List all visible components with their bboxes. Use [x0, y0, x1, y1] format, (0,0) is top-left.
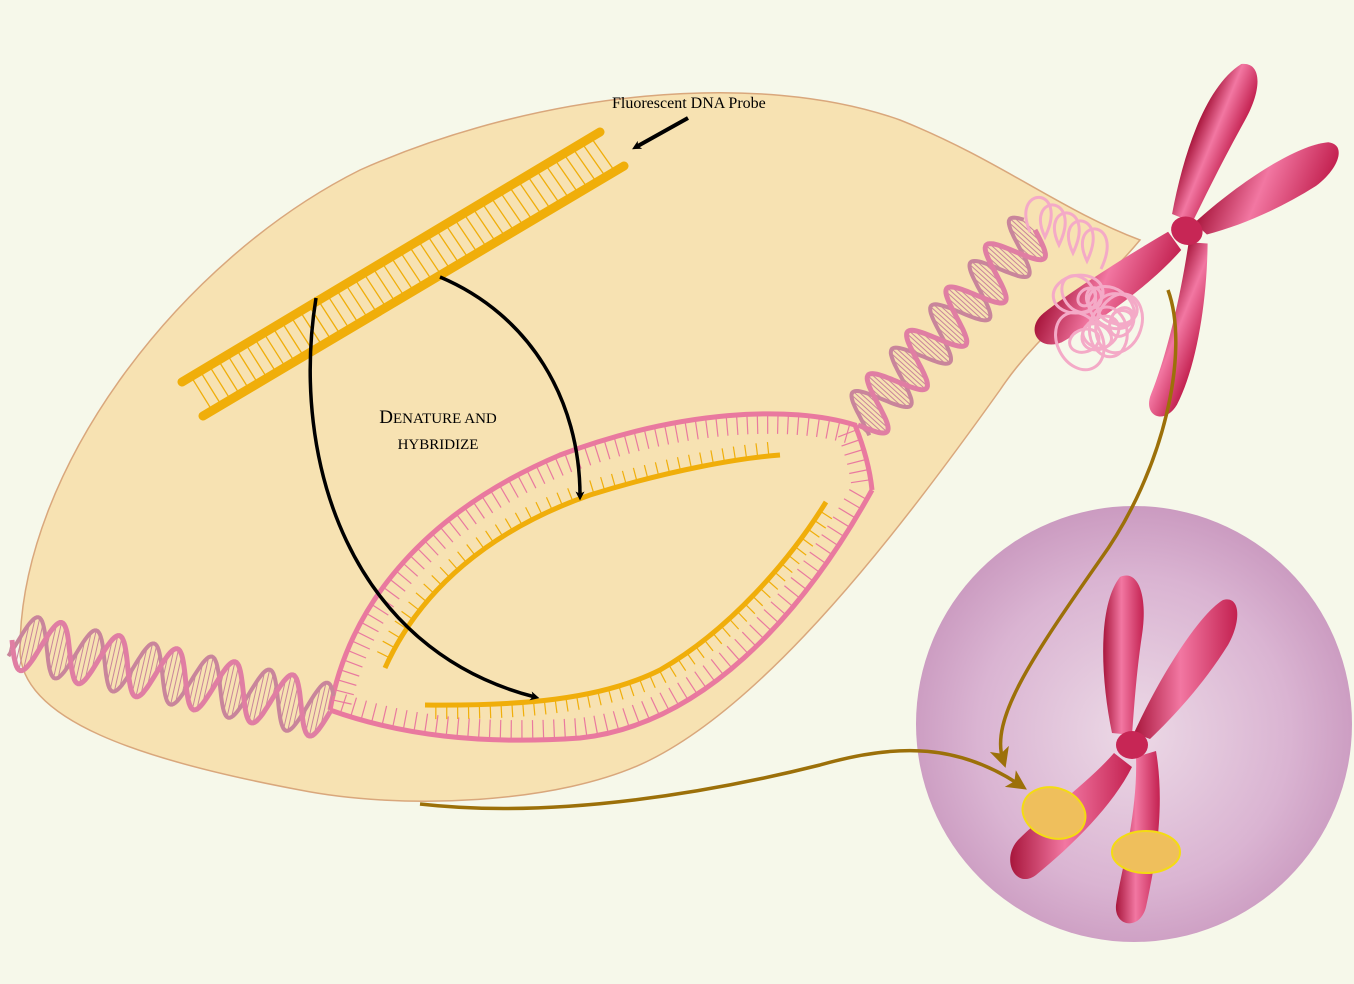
process-label-rest: ENATURE AND [393, 411, 497, 427]
probe-label: Fluorescent DNA Probe [612, 95, 766, 112]
process-label-initial: D [379, 407, 393, 428]
target-base-pair [500, 720, 501, 740]
target-base-pair [543, 720, 544, 740]
process-label-line1: DENATURE AND [379, 407, 497, 428]
fluorescent-spot-right [1112, 831, 1180, 873]
target-base-pair [489, 720, 490, 740]
process-label-line2: HYBRIDIZE [398, 437, 479, 453]
